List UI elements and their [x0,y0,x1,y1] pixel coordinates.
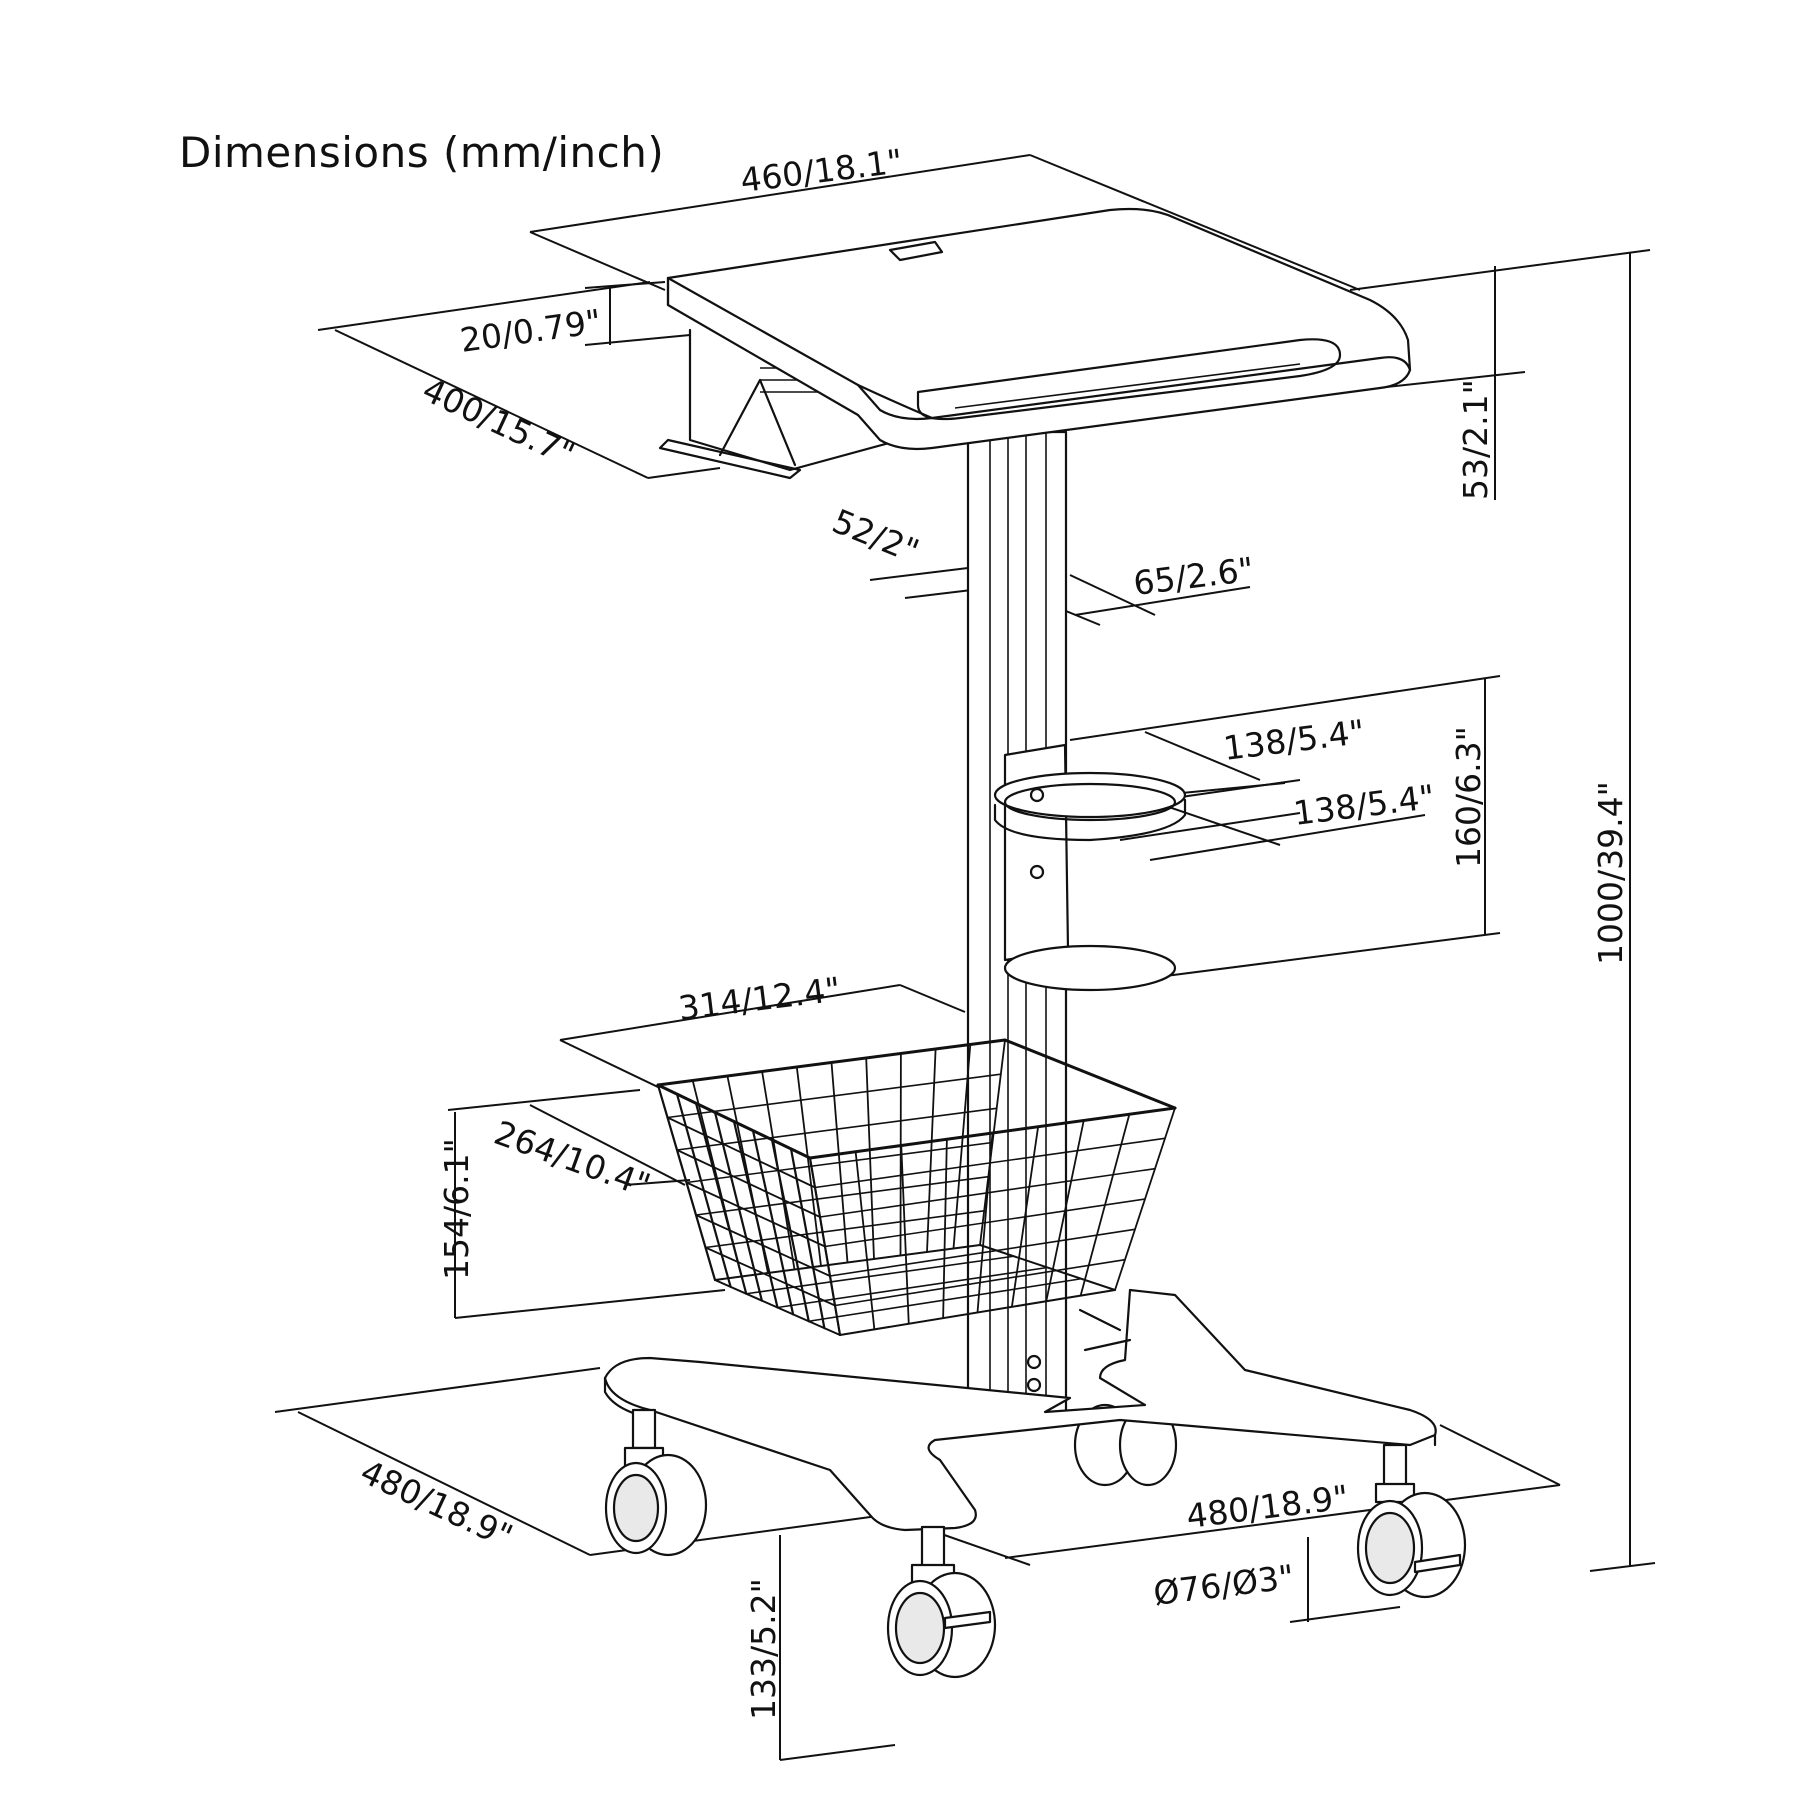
label-total-height: 1000/39.4" [1591,781,1630,965]
label-holder-depth: 138/5.4" [1291,777,1436,833]
wire-basket [656,1038,1177,1337]
label-top-depth: 400/15.7" [417,370,581,474]
laptop-tray [658,207,1412,480]
label-column-depth: 65/2.6" [1131,550,1256,603]
label-basket-height: 154/6.1" [437,1138,476,1280]
diagram-title: Dimensions (mm/inch) [179,128,665,177]
caster-right [1356,1443,1467,1599]
label-holder-height: 160/6.3" [1449,726,1488,868]
caster-left [604,1408,708,1557]
label-base-width: 480/18.9" [1184,1477,1350,1536]
cup-holder [993,743,1187,992]
label-column-width: 52/2" [827,501,924,571]
dimension-lines [274,154,1656,1761]
label-top-width: 460/18.1" [738,141,904,200]
caster-center [886,1525,997,1679]
label-basket-width: 314/12.4" [676,969,842,1028]
rear-caster [1073,1403,1178,1487]
label-base-depth: 480/18.9" [355,1452,519,1556]
label-top-edge-height: 53/2.1" [1456,379,1495,500]
wheel-base [603,1288,1437,1532]
label-caster-diameter: Ø76/Ø3" [1151,1557,1296,1613]
label-base-height: 133/5.2" [744,1578,783,1720]
label-holder-width: 138/5.4" [1221,712,1366,768]
label-top-thickness: 20/0.79" [458,302,604,360]
